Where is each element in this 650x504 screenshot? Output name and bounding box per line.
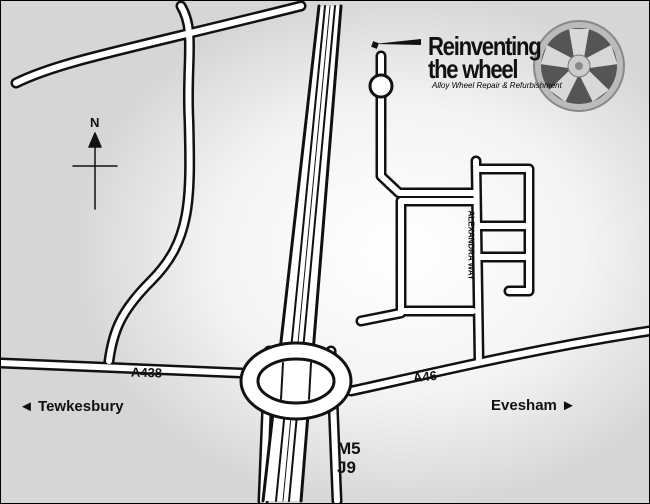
alloy-wheel-icon [533, 20, 625, 112]
logo-tagline: Alloy Wheel Repair & Refurbishment [432, 81, 562, 90]
compass-icon [72, 132, 118, 210]
road-label-a438: A438 [130, 364, 163, 381]
arrow-right-icon: ► [561, 397, 576, 414]
motorway-junction-label: M5 J9 [337, 439, 361, 477]
compass-north-label: N [90, 115, 100, 130]
logo-line2: the wheel [428, 54, 519, 84]
place-label-evesham: Evesham [491, 397, 557, 414]
place-label-tewkesbury: Tewkesbury [38, 398, 124, 415]
roundabout-inner [256, 357, 336, 405]
motorway-label: M5 [337, 439, 361, 458]
turning-circle [368, 73, 394, 99]
junction-label: J9 [337, 458, 356, 477]
location-pointer-icon [374, 39, 421, 45]
logo-line1: Reinventing [428, 31, 542, 61]
road-label-a46: A46 [412, 367, 438, 386]
direction-evesham: Evesham ► [491, 397, 576, 414]
street-label-alexandra-way: ALEXANDRA WAY [466, 210, 476, 281]
arrow-left-icon: ◄ [19, 398, 34, 415]
business-logo: Reinventing the wheel Alloy Wheel Repair… [428, 31, 562, 91]
direction-tewkesbury: ◄ Tewkesbury [19, 398, 124, 415]
